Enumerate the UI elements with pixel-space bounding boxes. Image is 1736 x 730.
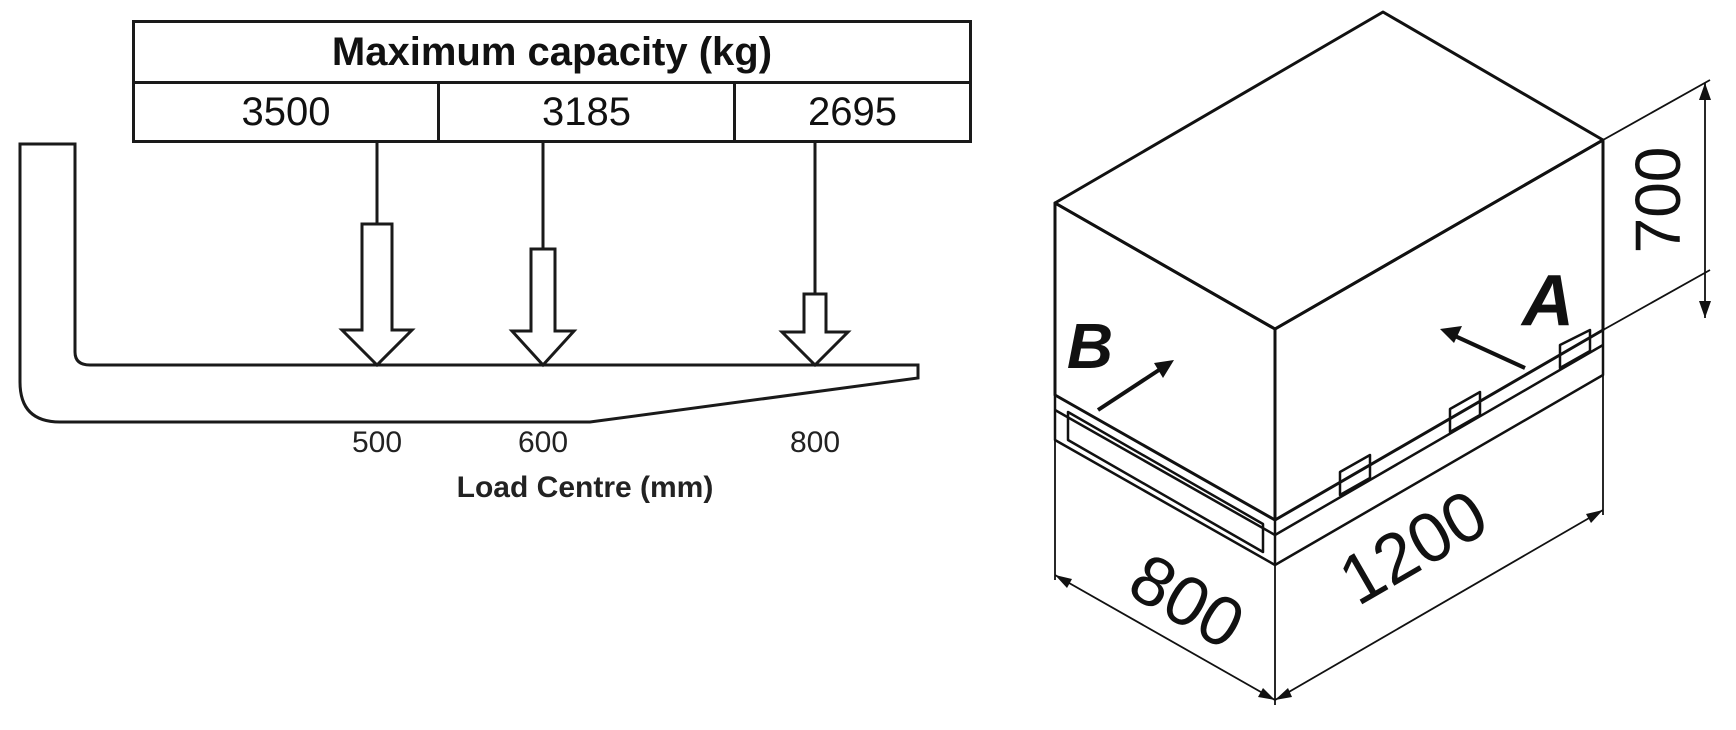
capacity-header: Maximum capacity (kg) xyxy=(132,20,972,84)
pallet-base xyxy=(1053,328,1605,567)
load-arrow-800 xyxy=(778,292,852,368)
dimension-arrowheads xyxy=(1055,83,1711,700)
capacity-value-3: 2695 xyxy=(733,81,972,143)
capacity-value-1: 3500 xyxy=(132,81,440,143)
load-arrow-600 xyxy=(508,247,578,368)
fork-outline xyxy=(18,142,920,424)
load-centre-500: 500 xyxy=(352,426,402,459)
load-arrow-500 xyxy=(338,222,416,368)
dimension-width-label: 800 xyxy=(1117,538,1257,664)
side-b-label: B xyxy=(1067,310,1113,382)
side-a-label: A xyxy=(1520,261,1574,341)
capacity-table: Maximum capacity (kg) 3500 3185 2695 xyxy=(132,20,972,143)
load-centre-800: 800 xyxy=(790,426,840,459)
side-arrowheads xyxy=(1154,326,1462,378)
capacity-value-2: 3185 xyxy=(437,81,736,143)
dimension-height-label: 700 xyxy=(1622,147,1694,254)
pallet-labels: 700 800 1200 A B xyxy=(1067,147,1694,665)
forklift-load-chart xyxy=(18,142,920,424)
side-arrows xyxy=(1096,334,1526,412)
dimension-lines xyxy=(1054,79,1711,705)
load-centre-axis-label: Load Centre (mm) xyxy=(457,471,714,504)
load-centre-600: 600 xyxy=(518,426,568,459)
dimension-length-label: 1200 xyxy=(1326,475,1500,620)
load-centre-labels: 500 600 800 Load Centre (mm) xyxy=(352,426,840,504)
box-top-face xyxy=(1053,10,1605,331)
pallet-box-diagram xyxy=(1053,10,1711,705)
